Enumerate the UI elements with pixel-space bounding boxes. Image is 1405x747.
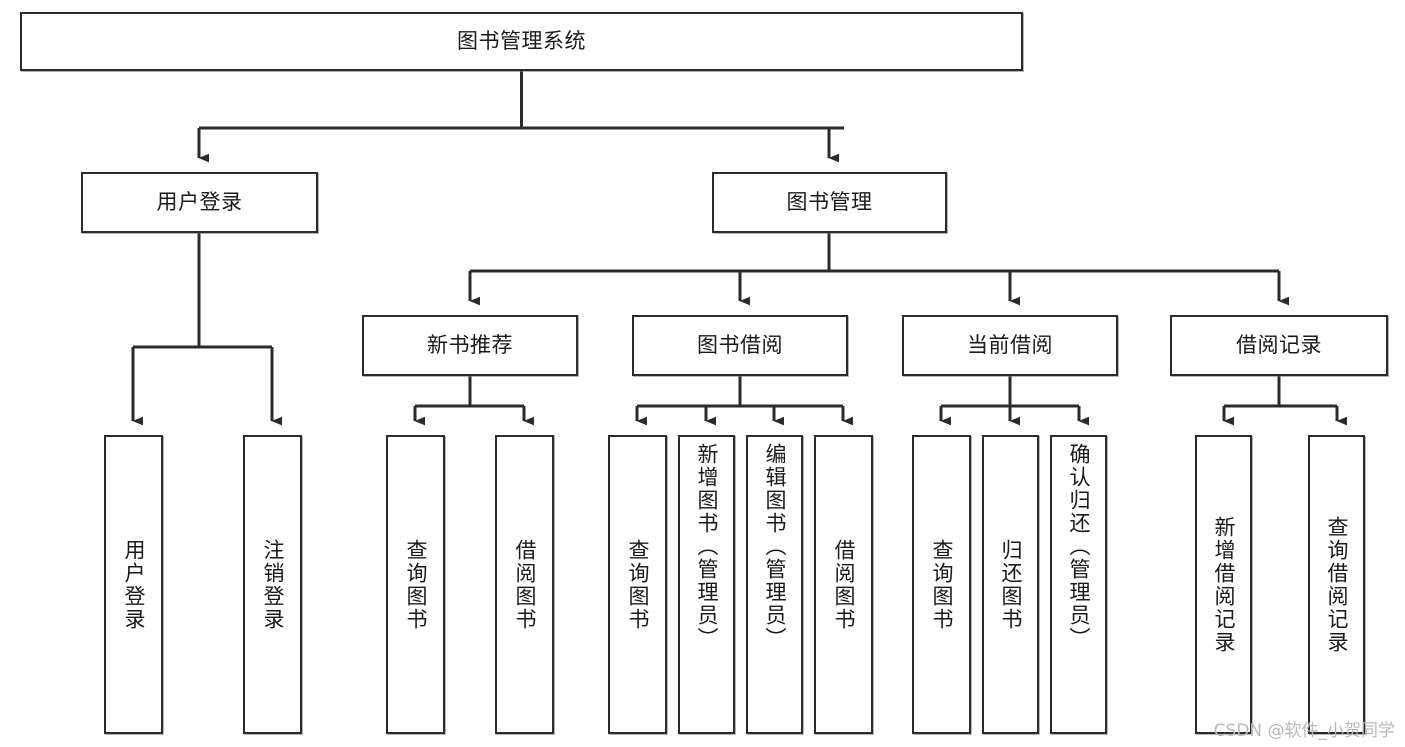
node-label: 借阅图书 (831, 538, 856, 631)
leaf-borrow-edit-book-admin[interactable]: 编辑图书（管理员） (746, 435, 803, 734)
node-label: 用户登录 (121, 538, 146, 631)
node-label: 确认归还（管理员） (1066, 443, 1091, 650)
node-label: 编辑图书（管理员） (762, 443, 787, 650)
leaf-user-login-signout[interactable]: 注销登录 (243, 435, 302, 734)
node-label: 注销登录 (260, 538, 285, 631)
leaf-record-add-record[interactable]: 新增借阅记录 (1195, 435, 1252, 734)
node-user-login[interactable]: 用户登录 (81, 172, 318, 233)
node-label: 查询借阅记录 (1324, 515, 1349, 654)
leaf-borrow-add-book-admin[interactable]: 新增图书（管理员） (678, 435, 735, 734)
node-label: 图书管理系统 (457, 28, 586, 53)
node-book-borrow[interactable]: 图书借阅 (632, 315, 848, 376)
leaf-borrow-borrow-book[interactable]: 借阅图书 (814, 435, 873, 734)
leaf-borrow-query-book[interactable]: 查询图书 (608, 435, 667, 734)
leaf-current-confirm-return-admin[interactable]: 确认归还（管理员） (1050, 435, 1107, 734)
node-label: 新增图书（管理员） (694, 443, 719, 650)
node-label: 查询图书 (929, 538, 954, 631)
leaf-user-login-signin[interactable]: 用户登录 (104, 435, 163, 734)
leaf-current-query-book[interactable]: 查询图书 (912, 435, 971, 734)
node-label: 当前借阅 (967, 332, 1053, 357)
node-borrow-record[interactable]: 借阅记录 (1170, 315, 1388, 376)
node-root-book-management-system[interactable]: 图书管理系统 (20, 12, 1023, 71)
node-label: 图书管理 (786, 189, 873, 214)
watermark-text: CSDN @软件_小贺同学 (1213, 721, 1395, 741)
node-label: 用户登录 (156, 189, 243, 214)
node-book-management[interactable]: 图书管理 (712, 172, 947, 233)
node-label: 新增借阅记录 (1211, 515, 1236, 654)
leaf-new-book-borrow[interactable]: 借阅图书 (495, 435, 554, 734)
leaf-new-book-query[interactable]: 查询图书 (386, 435, 445, 734)
node-current-borrow[interactable]: 当前借阅 (902, 315, 1118, 376)
node-label: 图书借阅 (697, 332, 783, 357)
node-label: 查询图书 (403, 538, 428, 631)
leaf-current-return-book[interactable]: 归还图书 (982, 435, 1039, 734)
node-label: 借阅记录 (1236, 332, 1322, 357)
node-label: 归还图书 (998, 538, 1023, 631)
node-label: 新书推荐 (427, 332, 513, 357)
node-label: 查询图书 (625, 538, 650, 631)
node-label: 借阅图书 (512, 538, 537, 631)
node-new-book-recommend[interactable]: 新书推荐 (362, 315, 578, 376)
leaf-record-query-record[interactable]: 查询借阅记录 (1308, 435, 1365, 734)
